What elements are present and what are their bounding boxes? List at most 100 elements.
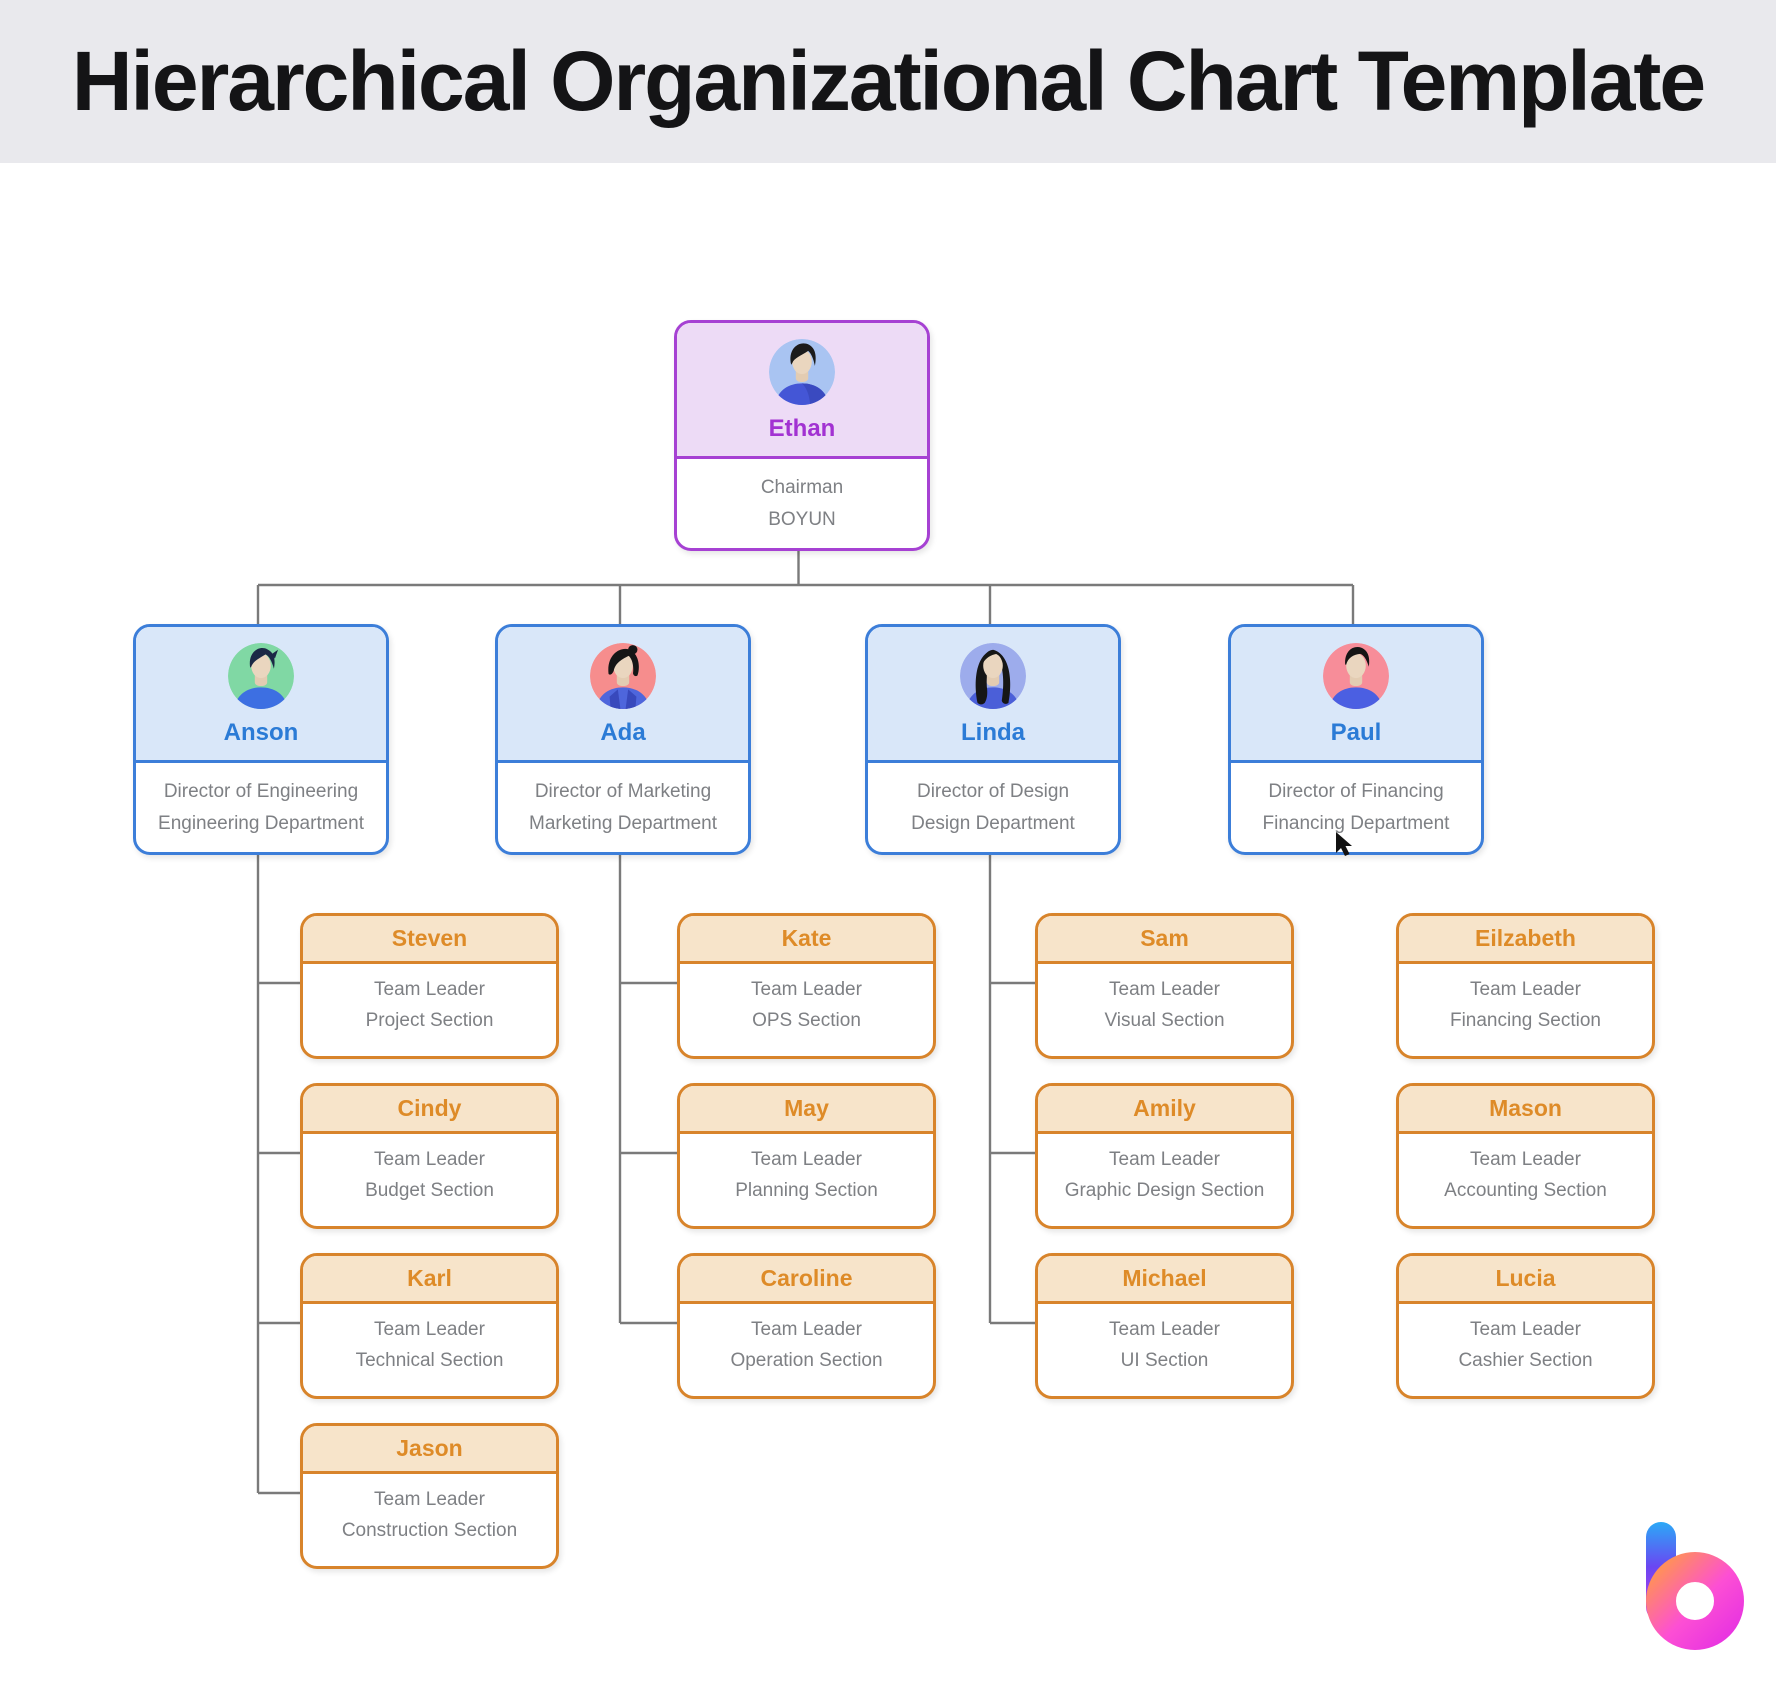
node-org: Visual Section (1104, 1010, 1225, 1031)
node-role: Team Leader (1109, 979, 1220, 1000)
person-avatar-icon (228, 643, 294, 709)
org-node-leader[interactable]: Michael Team Leader UI Section (1035, 1253, 1294, 1399)
page-title: Hierarchical Organizational Chart Templa… (71, 34, 1706, 128)
org-node-director[interactable]: Paul Director of Financing Financing Dep… (1228, 624, 1484, 855)
node-body: Team Leader Budget Section (303, 1134, 556, 1200)
org-node-director[interactable]: Anson Director of Engineering Engineerin… (133, 624, 389, 855)
node-header: Karl (303, 1256, 556, 1304)
node-role: Team Leader (1109, 1149, 1220, 1170)
node-header: Ada (498, 627, 748, 763)
node-name: Paul (1330, 718, 1382, 746)
org-node-leader[interactable]: Lucia Team Leader Cashier Section (1396, 1253, 1655, 1399)
node-name: Caroline (760, 1265, 853, 1291)
node-org: Technical Section (355, 1350, 504, 1371)
node-org: OPS Section (752, 1010, 861, 1031)
node-body: Director of Marketing Marketing Departme… (498, 763, 748, 833)
brand-logo-b (1646, 1522, 1744, 1650)
node-name: Mason (1489, 1095, 1562, 1121)
node-role: Team Leader (374, 1149, 485, 1170)
node-body: Team Leader Technical Section (303, 1304, 556, 1370)
node-role: Director of Design (916, 781, 1070, 802)
node-body: Director of Financing Financing Departme… (1231, 763, 1481, 833)
node-header: Anson (136, 627, 386, 763)
node-role: Team Leader (374, 1489, 485, 1510)
node-role: Team Leader (751, 1149, 862, 1170)
node-org: Marketing Department (529, 813, 717, 834)
node-role: Chairman (760, 477, 844, 498)
org-node-director[interactable]: Ada Director of Marketing Marketing Depa… (495, 624, 751, 855)
node-name: Sam (1140, 925, 1189, 951)
node-role: Team Leader (1470, 979, 1581, 1000)
person-avatar-icon (1323, 643, 1389, 709)
node-org: Graphic Design Section (1064, 1180, 1265, 1201)
node-name: Amily (1133, 1095, 1196, 1121)
node-role: Team Leader (1470, 1319, 1581, 1340)
node-body: Team Leader Planning Section (680, 1134, 933, 1200)
node-name: Eilzabeth (1475, 925, 1576, 951)
node-name: Steven (391, 925, 468, 951)
node-role: Director of Marketing (534, 781, 712, 802)
person-avatar-icon (590, 643, 656, 709)
node-body: Team Leader UI Section (1038, 1304, 1291, 1370)
org-node-leader[interactable]: Karl Team Leader Technical Section (300, 1253, 559, 1399)
node-body: Team Leader Operation Section (680, 1304, 933, 1370)
org-node-leader[interactable]: Eilzabeth Team Leader Financing Section (1396, 913, 1655, 1059)
node-body: Team Leader Financing Section (1399, 964, 1652, 1030)
node-org: UI Section (1120, 1350, 1209, 1371)
node-role: Team Leader (1109, 1319, 1220, 1340)
node-name: Jason (396, 1435, 463, 1461)
node-body: Director of Engineering Engineering Depa… (136, 763, 386, 833)
node-header: Amily (1038, 1086, 1291, 1134)
node-name: Cindy (397, 1095, 462, 1121)
node-org: BOYUN (768, 509, 836, 530)
node-body: Team Leader Graphic Design Section (1038, 1134, 1291, 1200)
node-org: Accounting Section (1444, 1180, 1607, 1201)
node-name: Ethan (768, 414, 836, 442)
org-node-leader[interactable]: Mason Team Leader Accounting Section (1396, 1083, 1655, 1229)
node-header: Sam (1038, 916, 1291, 964)
node-header: Cindy (303, 1086, 556, 1134)
node-org: Financing Department (1262, 813, 1450, 834)
node-role: Team Leader (374, 1319, 485, 1340)
node-org: Budget Section (365, 1180, 494, 1201)
node-header: Michael (1038, 1256, 1291, 1304)
org-node-leader[interactable]: Sam Team Leader Visual Section (1035, 913, 1294, 1059)
org-node-chairman[interactable]: Ethan Chairman BOYUN (674, 320, 930, 551)
node-name: May (784, 1095, 829, 1121)
node-header: Eilzabeth (1399, 916, 1652, 964)
node-org: Project Section (365, 1010, 494, 1031)
node-org: Operation Section (730, 1350, 883, 1371)
node-header: Mason (1399, 1086, 1652, 1134)
node-name: Kate (781, 925, 832, 951)
node-role: Director of Engineering (163, 781, 359, 802)
node-body: Team Leader OPS Section (680, 964, 933, 1030)
node-body: Team Leader Cashier Section (1399, 1304, 1652, 1370)
node-name: Michael (1122, 1265, 1207, 1291)
node-org: Cashier Section (1458, 1350, 1593, 1371)
org-node-leader[interactable]: Jason Team Leader Construction Section (300, 1423, 559, 1569)
org-node-leader[interactable]: Amily Team Leader Graphic Design Section (1035, 1083, 1294, 1229)
node-body: Director of Design Design Department (868, 763, 1118, 833)
node-body: Chairman BOYUN (677, 459, 927, 529)
node-role: Director of Financing (1268, 781, 1444, 802)
node-name: Anson (223, 718, 299, 746)
node-body: Team Leader Construction Section (303, 1474, 556, 1540)
node-role: Team Leader (1470, 1149, 1581, 1170)
org-node-director[interactable]: Linda Director of Design Design Departme… (865, 624, 1121, 855)
org-node-leader[interactable]: May Team Leader Planning Section (677, 1083, 936, 1229)
node-header: Paul (1231, 627, 1481, 763)
org-node-leader[interactable]: Cindy Team Leader Budget Section (300, 1083, 559, 1229)
org-node-leader[interactable]: Kate Team Leader OPS Section (677, 913, 936, 1059)
node-body: Team Leader Accounting Section (1399, 1134, 1652, 1200)
node-org: Financing Section (1449, 1010, 1602, 1031)
org-node-leader[interactable]: Caroline Team Leader Operation Section (677, 1253, 936, 1399)
node-header: Caroline (680, 1256, 933, 1304)
node-role: Team Leader (374, 979, 485, 1000)
node-name: Lucia (1495, 1265, 1556, 1291)
node-name: Ada (600, 718, 646, 746)
org-node-leader[interactable]: Steven Team Leader Project Section (300, 913, 559, 1059)
node-header: Lucia (1399, 1256, 1652, 1304)
node-header: May (680, 1086, 933, 1134)
